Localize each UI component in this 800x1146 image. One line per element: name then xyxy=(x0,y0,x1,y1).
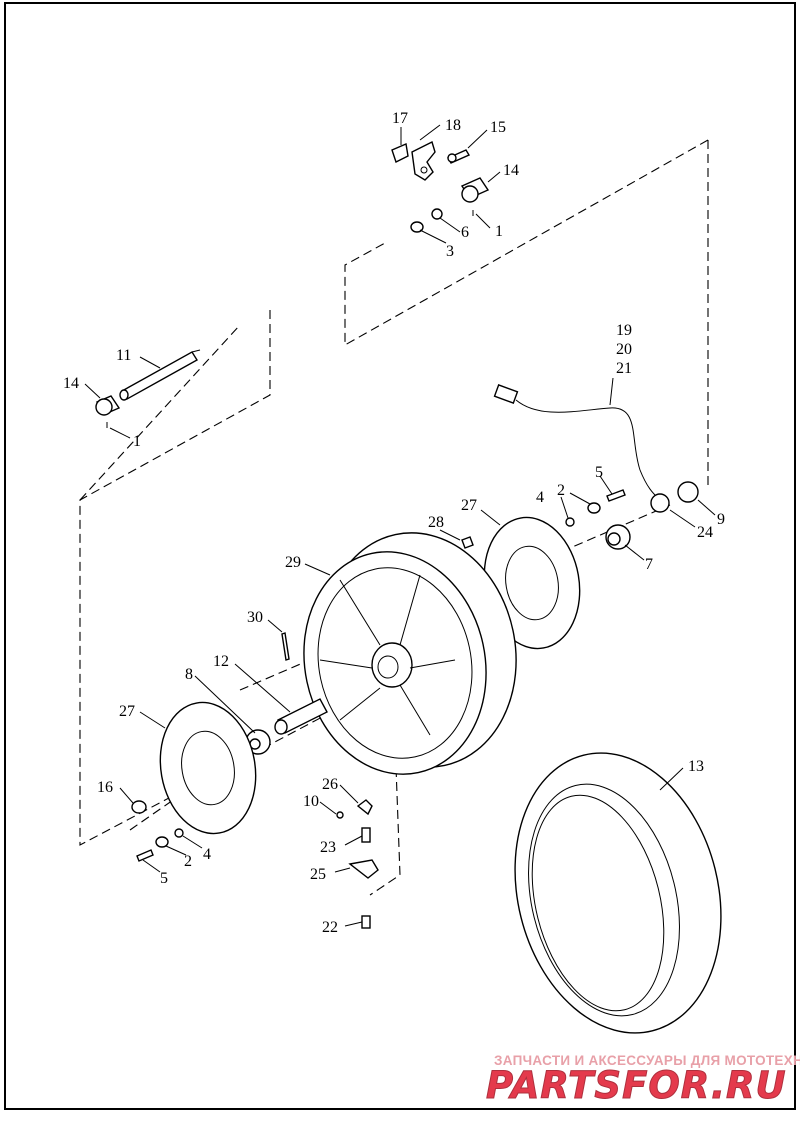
callout-1-top: 1 xyxy=(495,223,503,240)
page-frame xyxy=(4,2,796,1110)
watermark-logo: PARTSFOR.RU xyxy=(486,1064,787,1108)
callout-17: 17 xyxy=(392,110,408,127)
callout-27-left: 27 xyxy=(119,703,135,720)
washer-part-4-left xyxy=(174,828,184,838)
callout-27-right: 27 xyxy=(461,497,477,514)
watermark-tagline: ЗАПЧАСТИ И АКСЕССУАРЫ ДЛЯ МОТОТЕХНИКИ xyxy=(494,1053,800,1068)
cast-wheel-part-29 xyxy=(303,532,517,775)
callout-20: 20 xyxy=(616,341,632,358)
wheel-speed-sensor-cable xyxy=(493,384,699,513)
valve-stem-part-22 xyxy=(361,915,371,929)
callout-11: 11 xyxy=(116,347,131,364)
callout-8: 8 xyxy=(185,666,193,683)
callout-25: 25 xyxy=(310,866,326,883)
callout-2-left: 2 xyxy=(184,853,192,870)
spacer-part-14-top xyxy=(460,177,490,216)
bearing-part-7 xyxy=(605,524,631,550)
callout-5-left: 5 xyxy=(160,870,168,887)
cap-part-16 xyxy=(131,800,147,814)
bolt-part-5-left xyxy=(136,849,154,862)
callout-14-left: 14 xyxy=(63,375,79,392)
callout-13: 13 xyxy=(688,758,704,775)
callout-6: 6 xyxy=(461,224,469,241)
spacer-tube-part-12 xyxy=(274,698,328,735)
callout-9: 9 xyxy=(717,511,725,528)
washer-part-3 xyxy=(410,221,424,233)
callout-26: 26 xyxy=(322,776,338,793)
axle-part-11 xyxy=(119,349,201,401)
callout-29: 29 xyxy=(285,554,301,571)
tire-part-13 xyxy=(514,752,722,1034)
part-30 xyxy=(281,632,290,661)
washer-part-4-right xyxy=(565,517,575,527)
callout-30: 30 xyxy=(247,609,263,626)
callout-12: 12 xyxy=(213,653,229,670)
callout-labels: 17 18 15 14 1 6 3 11 14 1 19 20 21 5 4 2… xyxy=(63,110,725,936)
callout-19: 19 xyxy=(616,322,632,339)
callout-23: 23 xyxy=(320,839,336,856)
nut-part-6 xyxy=(431,208,443,220)
bolt-part-5-right xyxy=(606,489,626,502)
washer-part-2-left xyxy=(155,836,169,848)
bracket-parts xyxy=(391,141,436,181)
callout-22: 22 xyxy=(322,919,338,936)
valve-elbow-part-26 xyxy=(356,799,373,816)
callout-18: 18 xyxy=(445,117,461,134)
callout-5-right: 5 xyxy=(595,464,603,481)
washer-part-2-right xyxy=(587,502,601,514)
leader-lines xyxy=(84,124,716,927)
callout-24: 24 xyxy=(697,524,713,541)
callout-1-left: 1 xyxy=(133,433,141,450)
bolt-part-15 xyxy=(446,149,471,164)
callout-21: 21 xyxy=(616,360,632,377)
callout-10: 10 xyxy=(303,793,319,810)
callout-16: 16 xyxy=(97,779,113,796)
brake-disc-part-27-left xyxy=(159,701,257,835)
part-23 xyxy=(361,827,371,843)
callout-3: 3 xyxy=(446,243,454,260)
part-10 xyxy=(336,811,344,819)
callout-14-top: 14 xyxy=(503,162,519,179)
callout-28: 28 xyxy=(428,514,444,531)
spacer-part-14-left xyxy=(95,395,121,428)
callout-4-left: 4 xyxy=(203,846,211,863)
callout-15: 15 xyxy=(490,119,506,136)
sensor-part-25 xyxy=(348,859,379,879)
part-28 xyxy=(461,536,474,549)
callout-7: 7 xyxy=(645,556,653,573)
callout-4-right: 4 xyxy=(536,489,544,506)
callout-2-right: 2 xyxy=(557,482,565,499)
